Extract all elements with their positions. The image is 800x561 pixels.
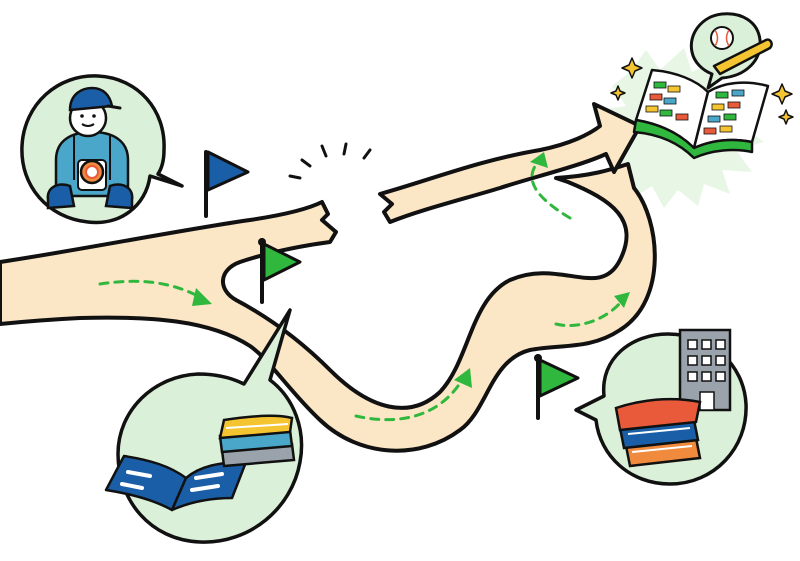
guide-arrowhead-2 (454, 368, 472, 388)
baseball-bat-icon (712, 38, 773, 76)
bubble-baseball (689, 12, 773, 90)
flag-green-junction (258, 238, 302, 304)
road-upper-segment (378, 102, 642, 224)
guide-arrow-2-line (354, 378, 464, 422)
stacked-books-icon (218, 414, 296, 468)
flag-green-right (534, 354, 580, 420)
baseball-icon (710, 26, 734, 50)
school-building-icon (678, 328, 732, 412)
flag-blue (204, 150, 250, 218)
baseball-scorebook-goal-icon (632, 68, 770, 160)
guide-arrow-4-line (530, 158, 572, 220)
bubble-school (574, 328, 748, 486)
guide-arrows (98, 158, 626, 422)
guide-arrow-1-line (98, 279, 200, 298)
guide-arrow-3-line (554, 296, 626, 328)
bubble-books (104, 308, 304, 544)
catcher-player-icon (46, 86, 134, 210)
break-marks (288, 142, 372, 180)
bubble-catcher (20, 74, 184, 225)
sparkle-icon (610, 57, 794, 125)
guide-arrowhead-1 (192, 288, 212, 306)
guide-arrowhead-4 (530, 152, 548, 168)
stacked-books-right-icon (614, 397, 702, 468)
open-books-icon (104, 454, 248, 512)
guide-arrowhead-3 (614, 292, 630, 308)
guide-arrowheads (192, 152, 630, 388)
